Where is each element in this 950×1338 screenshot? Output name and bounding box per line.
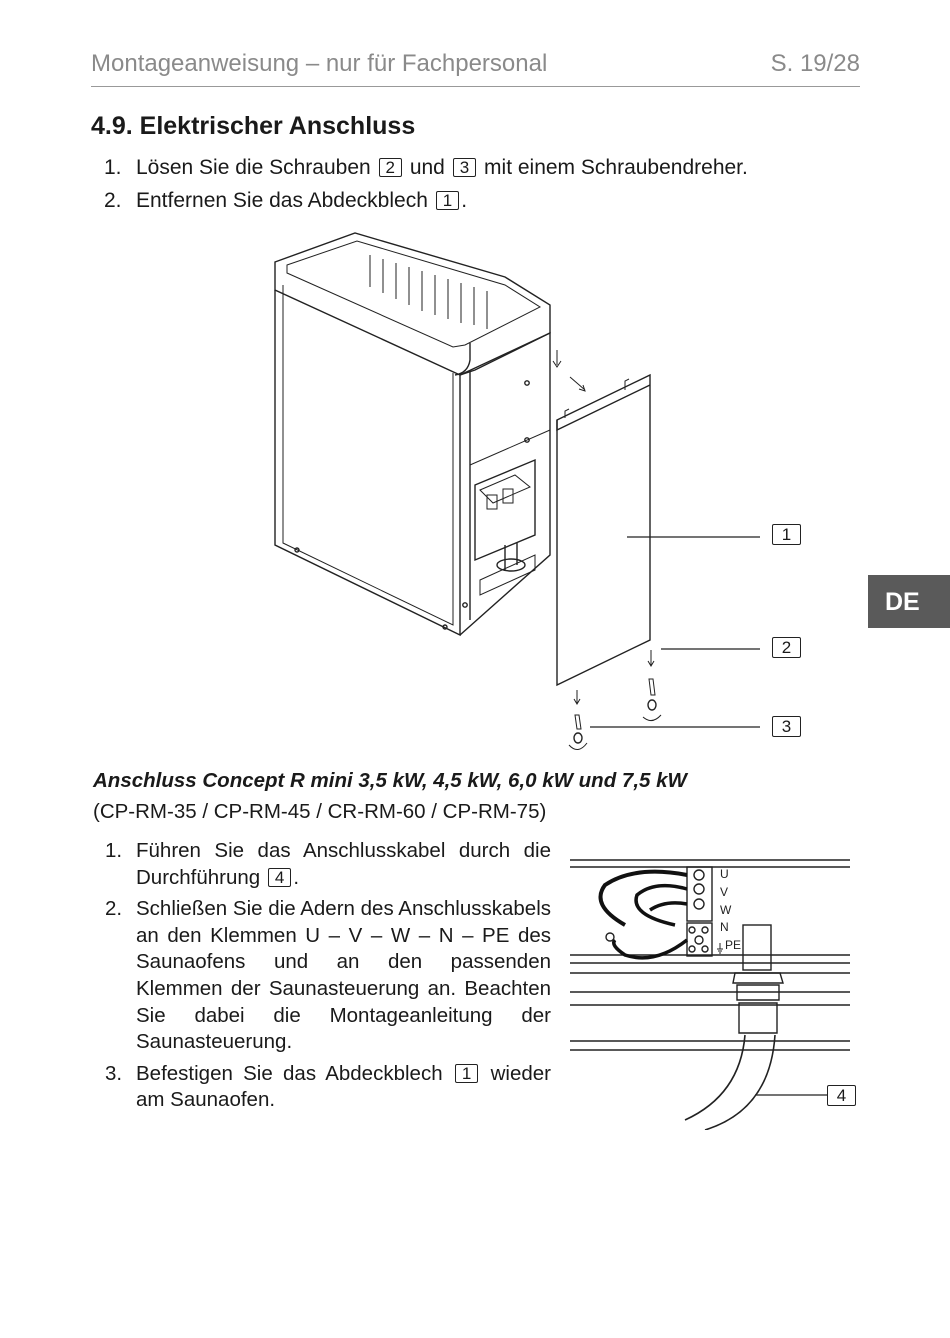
- header-title: Montageanweisung – nur für Fachpersonal: [91, 50, 548, 77]
- step-text: .: [461, 189, 468, 212]
- language-tab-label: DE: [885, 588, 920, 616]
- callout-2: 2: [772, 637, 801, 658]
- list-item: 1. Lösen Sie die Schrauben 2 und 3 mit e…: [104, 156, 748, 189]
- list-item: 3. Befestigen Sie das Abdeckblech 1 wied…: [105, 1061, 551, 1114]
- terminal-label-pe: PE: [725, 938, 741, 952]
- list-item: 2. Schließen Sie die Adern des Anschluss…: [105, 896, 551, 1056]
- page-number: S. 19/28: [770, 50, 860, 77]
- step-text: mit einem Schraubendreher.: [484, 156, 748, 179]
- terminal-label-w: W: [720, 903, 732, 917]
- callout-3: 3: [772, 716, 801, 737]
- step-number: 3.: [105, 1061, 123, 1085]
- section-title: 4.9. Elektrischer Anschluss: [91, 112, 416, 140]
- ref-box: 1: [454, 1063, 479, 1083]
- list-item: 1. Führen Sie das Anschlusskabel durch d…: [105, 838, 551, 891]
- connection-steps: 1. Führen Sie das Anschlusskabel durch d…: [105, 838, 551, 1119]
- callout-4: 4: [827, 1085, 856, 1106]
- connection-heading: Anschluss Concept R mini 3,5 kW, 4,5 kW,…: [93, 769, 687, 792]
- step-text: Entfernen Sie das Abdeckblech: [136, 189, 428, 212]
- page-header: Montageanweisung – nur für Fachpersonal …: [91, 50, 860, 87]
- ref-box: 3: [452, 158, 477, 177]
- step-number: 2.: [105, 897, 123, 921]
- terminal-label-u: U: [720, 867, 729, 881]
- step-text: wieder am Saunaofen.: [136, 1061, 551, 1112]
- terminal-wiring-diagram: U V W N PE: [570, 859, 850, 1130]
- step-text: und: [409, 156, 445, 179]
- step-number: 2.: [104, 189, 122, 212]
- step-text: Befestigen Sie das Abdeckblech: [136, 1061, 443, 1085]
- step-text: .: [293, 865, 300, 889]
- model-list: (CP-RM-35 / CP-RM-45 / CR-RM-60 / CP-RM-…: [93, 800, 547, 823]
- terminal-label-n: N: [720, 920, 729, 934]
- step-text: Lösen Sie die Schrauben: [136, 156, 371, 179]
- ref-box: 4: [267, 867, 292, 887]
- heater-exploded-diagram: [274, 232, 760, 750]
- ref-box: 1: [435, 191, 460, 210]
- step-number: 1.: [104, 156, 122, 179]
- step-number: 1.: [105, 839, 123, 862]
- ref-box: 2: [378, 158, 402, 177]
- language-tab: DE: [868, 575, 950, 628]
- callout-1: 1: [772, 524, 801, 545]
- step-text: Schließen Sie die Adern des Anschlusskab…: [136, 897, 551, 1054]
- list-item: 2. Entfernen Sie das Abdeckblech 1.: [104, 189, 748, 222]
- step-text: Führen Sie das Anschlusskabel durch die …: [136, 839, 551, 889]
- removal-steps: 1. Lösen Sie die Schrauben 2 und 3 mit e…: [104, 156, 748, 222]
- terminal-label-v: V: [720, 885, 728, 899]
